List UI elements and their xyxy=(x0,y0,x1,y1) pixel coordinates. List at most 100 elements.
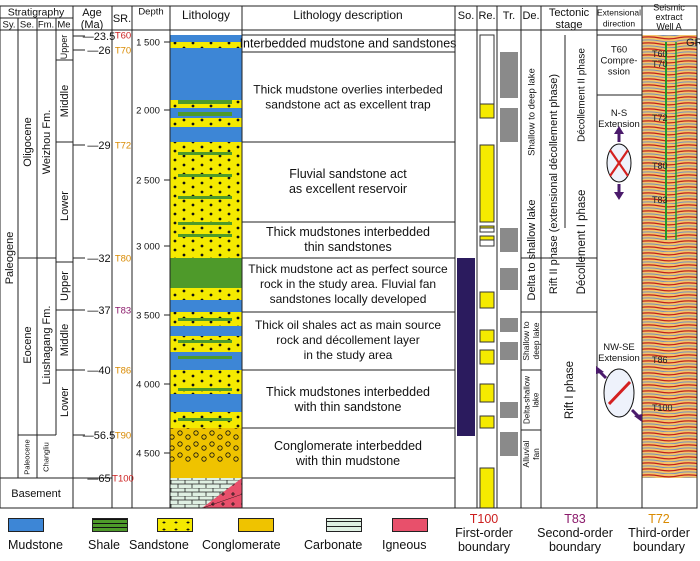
system-label: Paleogene xyxy=(4,232,16,285)
depositional-env: Delta to shallow lake xyxy=(526,200,538,301)
reservoir-block xyxy=(479,349,495,365)
nwse-fault-line xyxy=(607,380,632,406)
series-oligocene: Oligocene xyxy=(22,117,34,167)
lithology-layer xyxy=(170,394,242,412)
depth-value: 4 000 xyxy=(136,379,160,390)
conglomerate-swatch xyxy=(238,518,274,532)
reservoir-gap xyxy=(479,239,495,247)
reservoir-gap xyxy=(479,34,495,105)
sy-header: Sy. xyxy=(2,19,15,30)
shale-stripe xyxy=(178,356,232,359)
sequence-boundary-t86: T86 xyxy=(115,365,131,376)
member-label: Lower xyxy=(59,191,71,221)
depth-value: 2 500 xyxy=(136,175,160,186)
fm-header: Fm. xyxy=(38,19,54,30)
tectonic-decollement1: Décollement I phase xyxy=(576,190,588,295)
lithology-header: Lithology xyxy=(182,8,230,22)
reservoir-block xyxy=(479,383,495,403)
basement-label: Basement xyxy=(11,488,61,500)
seismic-image xyxy=(642,35,697,478)
boundary-code: T83 xyxy=(564,512,586,526)
lithology-layer xyxy=(170,35,242,42)
depth-header: Depth xyxy=(138,6,163,17)
re-header: Re. xyxy=(478,10,495,22)
me-header: Me xyxy=(57,19,70,30)
trap-block xyxy=(500,318,518,332)
depth-value: 2 000 xyxy=(136,105,160,116)
frame xyxy=(0,5,698,509)
trap-block xyxy=(500,402,518,418)
sequence-boundary-t70: T70 xyxy=(115,45,131,56)
source-rock-bar xyxy=(457,258,475,436)
lithology-layer xyxy=(170,428,242,450)
legend-label: Mudstone xyxy=(8,538,63,552)
reservoir-block xyxy=(479,415,495,429)
formation-liushagang: Liushagang Fm. xyxy=(41,306,53,385)
mudstone-swatch xyxy=(8,518,44,532)
shale-stripe xyxy=(178,234,232,237)
shale-stripe xyxy=(178,280,232,283)
depositional-env: Shallow todeep lake xyxy=(521,321,541,360)
age-value: —23.5 xyxy=(83,31,115,43)
lithology-layer xyxy=(170,118,242,127)
trap-block xyxy=(500,342,518,360)
age-value: —37 xyxy=(87,305,110,317)
nw-arrowhead xyxy=(596,366,604,374)
lithology-layer xyxy=(170,74,242,100)
trap-block xyxy=(500,432,518,456)
sequence-boundary-t72: T72 xyxy=(115,140,131,151)
age-value: —40 xyxy=(87,365,110,377)
trap-block xyxy=(500,228,518,252)
shale-stripe xyxy=(178,272,232,275)
sequence-boundary-t80: T80 xyxy=(115,253,131,264)
depth-value: 4 500 xyxy=(136,448,160,459)
depositional-env: Alluvialfan xyxy=(521,440,541,467)
member-label: Middle xyxy=(59,324,71,356)
lithology-description: Interbedded mudstone and sandstones xyxy=(240,36,457,50)
legend-label: Igneous xyxy=(382,538,427,552)
so-header: So. xyxy=(458,10,475,22)
seismic-horizon-label: T86 xyxy=(652,355,668,365)
legend-first-order: T100 First-order boundary xyxy=(444,512,524,554)
lithology-layer xyxy=(170,462,242,478)
sequence-boundary-t60: T60 xyxy=(115,30,131,41)
tr-header: Tr. xyxy=(503,10,515,22)
reservoir-block xyxy=(479,291,495,309)
carbonate-swatch xyxy=(326,518,362,532)
ns-fault-line xyxy=(609,149,629,177)
shale-stripe xyxy=(178,388,232,391)
seismic-horizon-label: T100 xyxy=(652,403,673,413)
age-header: Age(Ma) xyxy=(81,7,104,31)
lithology-layer xyxy=(170,60,242,74)
reservoir-block xyxy=(479,103,495,119)
boundary-code: T72 xyxy=(648,512,670,526)
legend-label: Conglomerate xyxy=(202,538,281,552)
trap-block xyxy=(500,108,518,142)
legend: Mudstone Shale Sandstone Conglomerate Ca… xyxy=(0,510,700,561)
lithology-layer xyxy=(170,326,242,336)
lithology-layer xyxy=(170,288,242,300)
lithology-layer xyxy=(170,300,242,312)
seismic-horizon-label: GR xyxy=(686,37,700,49)
member-label: Middle xyxy=(59,85,71,117)
member-label: Upper xyxy=(59,271,71,301)
boundary-label: Second-order boundary xyxy=(537,526,613,554)
depositional-env: Delta-shallowlake xyxy=(522,376,540,424)
reservoir-block xyxy=(479,467,495,509)
legend-label: Sandstone xyxy=(129,538,189,552)
lithology-layer xyxy=(170,336,242,352)
legend-label: Carbonate xyxy=(304,538,363,552)
sequence-boundary-t83: T83 xyxy=(115,305,131,316)
age-value: —32 xyxy=(87,253,110,265)
sequence-boundary-t90: T90 xyxy=(115,430,131,441)
shale-stripe xyxy=(178,318,232,321)
